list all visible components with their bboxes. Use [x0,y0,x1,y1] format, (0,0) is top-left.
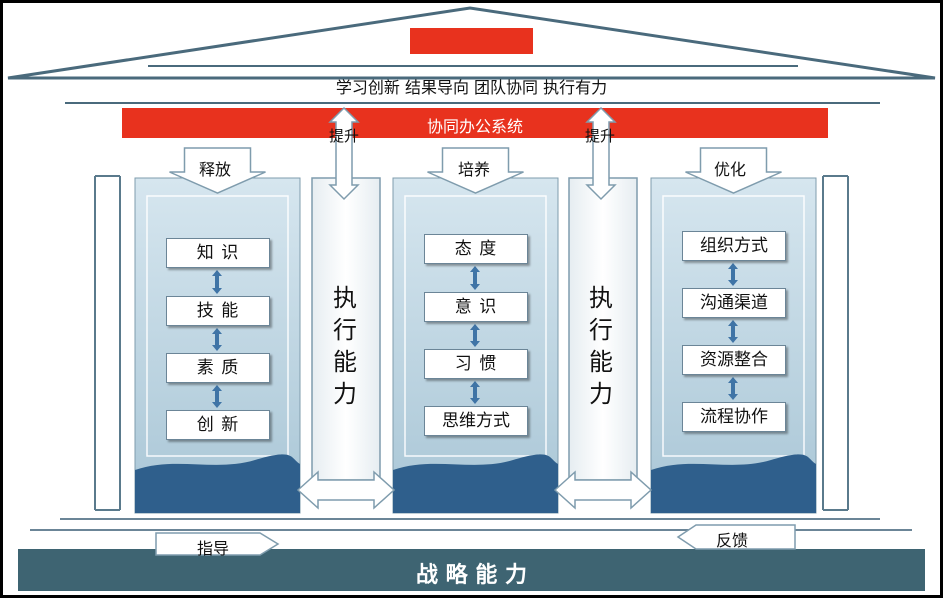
pillar-1-item: 创 新 [166,410,270,440]
pillar-3-item: 资源整合 [682,345,786,375]
connector-label-2: 执行能力 [589,284,613,408]
pillar-1-arrow-label: 释放 [198,160,231,179]
pillar-3-item: 沟通渠道 [682,288,786,318]
double-arrow-icon [212,385,222,408]
feedback-arrow-icon [676,524,796,550]
down-arrow-icon [685,147,782,194]
roof-red-marker [410,28,533,54]
pillar-2-inner-frame [404,195,547,457]
connector-column [568,177,638,481]
guide-arrow-icon [155,532,280,556]
connector-label-1: 执行能力 [333,284,357,408]
banner-bar [122,108,828,138]
double-arrow-icon [728,377,738,400]
double-arrow-icon [212,328,222,351]
double-arrow-icon [728,320,738,343]
pillar-2-item: 意 识 [424,292,528,322]
foundation-label: 战 略 能 力 [416,563,527,588]
double-arrow-icon [212,270,222,294]
down-arrow-icon [169,147,266,194]
left-bracket [95,175,121,511]
pillar-3-inner-frame [662,195,805,457]
guide-label: 指导 [196,539,229,558]
pillar-2-item: 习 惯 [424,349,528,379]
pillar-3-item: 组织方式 [682,231,786,261]
pillar-1-item: 知 识 [166,238,270,268]
horizontal-double-arrow-icon [553,470,653,510]
pillar-3-wave [651,454,816,513]
pillar-2-item: 思维方式 [424,406,528,436]
foundation-bar [18,549,925,591]
lift-label-1: 提升 [328,127,359,145]
double-arrow-icon [728,263,738,286]
feedback-label: 反馈 [715,531,748,550]
roof-motto: 学习创新 结果导向 团队协同 执行有力 [335,78,608,97]
pillar-3-item: 流程协作 [682,402,786,432]
lift-double-arrow-icon [328,106,360,201]
pillar-2-item: 态 度 [424,234,528,264]
down-arrow-icon [427,147,524,194]
lift-double-arrow-icon [585,106,617,201]
pillar-1-item: 技 能 [166,296,270,326]
double-arrow-icon [470,266,480,290]
pillar-2-wave [393,454,558,513]
pillar-1-item: 素 质 [166,353,270,383]
banner-label: 协同办公系统 [426,117,523,136]
connector-column [311,177,381,481]
double-arrow-icon [470,324,480,347]
horizontal-double-arrow-icon [296,470,396,510]
right-bracket [822,175,848,511]
pillar-1-wave [135,454,300,513]
double-arrow-icon [470,381,480,404]
pillar-3-arrow-label: 优化 [713,160,746,179]
pillar-1-inner-frame [146,195,289,457]
lift-label-2: 提升 [584,127,615,145]
pillar-2-arrow-label: 培养 [457,160,490,179]
